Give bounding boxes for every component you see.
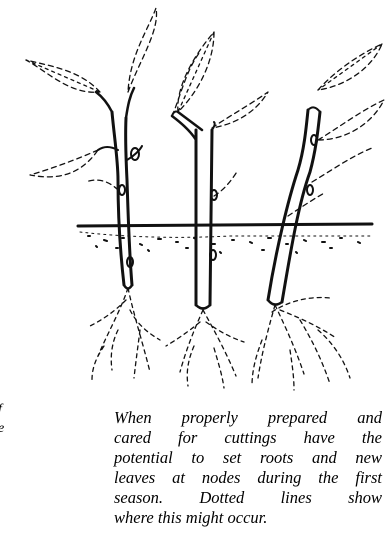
soil-line	[78, 224, 372, 226]
leaf-middle-right	[212, 92, 268, 128]
soil-surface	[80, 232, 370, 237]
leaf-small-left	[86, 180, 118, 190]
dashed-roots	[90, 288, 350, 390]
caption-line-5: season. Dotted lines show	[114, 488, 382, 508]
left-cutting	[96, 88, 142, 289]
leaf-middle-left	[172, 52, 200, 116]
left-fragment-line-2: e	[0, 419, 28, 438]
caption-line-2: cared for cuttings have the	[114, 428, 382, 448]
leaf-right-top	[318, 44, 382, 90]
left-fragment-line-1: f	[0, 400, 28, 419]
caption-line-1: When properly prepared and	[114, 408, 382, 428]
middle-cutting	[172, 112, 217, 309]
figure-caption: When properly prepared and cared for cut…	[114, 408, 382, 528]
leaf-right-low	[312, 148, 372, 182]
leaf-left-wide	[26, 60, 100, 92]
leaf-left-lower	[30, 150, 98, 177]
right-cutting	[268, 107, 320, 304]
caption-line-3: potential to set roots and new	[114, 448, 382, 468]
leaf-top-left	[128, 8, 157, 92]
leaf-middle-lower	[214, 170, 238, 196]
leaf-right-mid	[318, 100, 384, 140]
leaf-right-base	[288, 192, 326, 216]
cuttings-illustration	[0, 0, 386, 400]
left-caption-fragment: f e	[0, 400, 28, 438]
dashed-leaves	[26, 8, 384, 216]
caption-line-4: leaves at nodes during the first	[114, 468, 382, 488]
caption-line-6: where this might occur.	[114, 508, 382, 528]
